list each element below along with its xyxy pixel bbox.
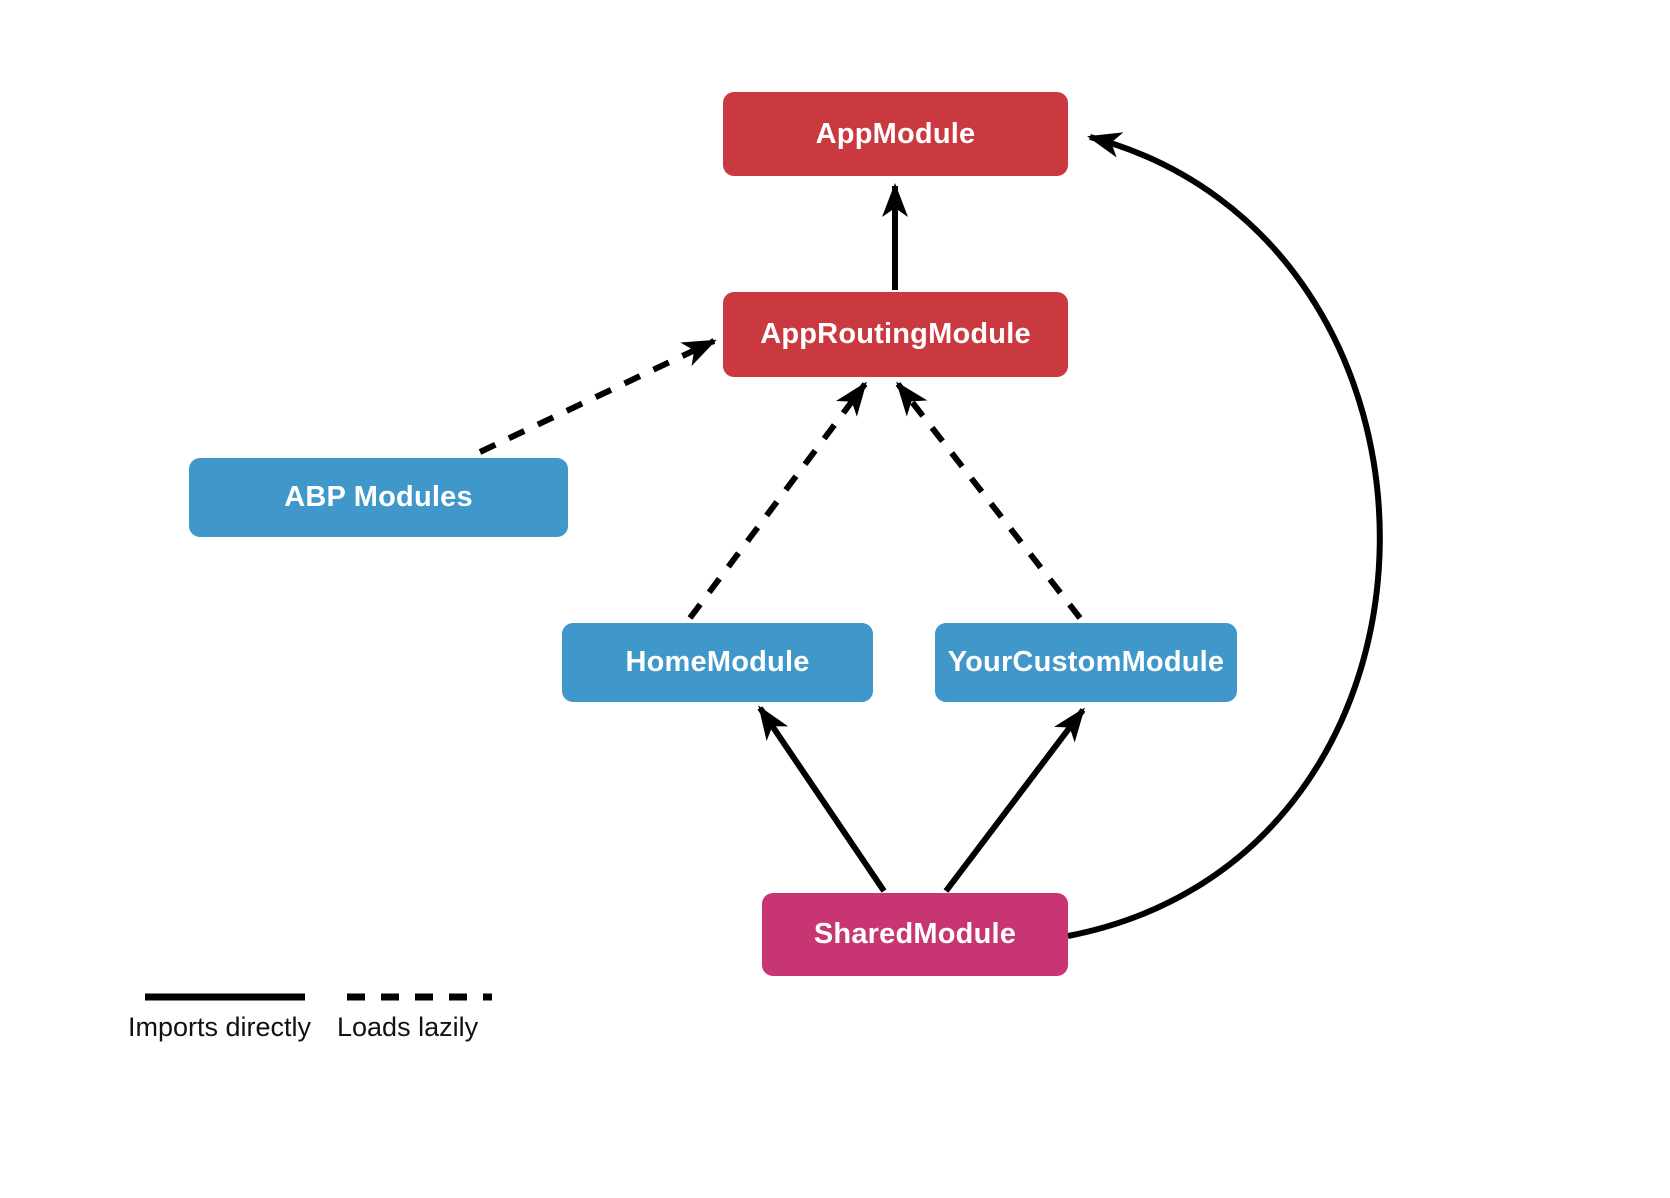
node-your-custom-module: YourCustomModule: [935, 623, 1237, 702]
legend-solid-label: Imports directly: [128, 1012, 312, 1042]
edge-sharedmodule-to-appmodule: [1067, 132, 1383, 939]
node-app-routing-module-label: AppRoutingModule: [760, 318, 1031, 350]
node-app-routing-module: AppRoutingModule: [723, 292, 1068, 377]
node-shared-module-label: SharedModule: [813, 918, 1017, 950]
node-app-module-label: AppModule: [815, 117, 976, 150]
node-abp-modules-label: ABP Modules: [284, 481, 473, 513]
node-abp-modules: ABP Modules: [189, 458, 568, 537]
edge-sharedmodule-to-homemodule: [757, 705, 887, 893]
node-home-module: HomeModule: [562, 623, 873, 702]
edge-homemodule-to-approutingmodule: [687, 381, 868, 620]
edge-sharedmodule-to-yourcustommodule: [943, 707, 1086, 893]
node-app-module: AppModule: [723, 92, 1068, 176]
node-your-custom-module-label: YourCustomModule: [947, 646, 1225, 678]
node-shared-module: SharedModule: [762, 893, 1068, 976]
node-home-module-label: HomeModule: [625, 646, 810, 678]
edge-yourcustommodule-to-approutingmodule: [895, 381, 1083, 620]
legend-dashed-label: Loads lazily: [337, 1012, 479, 1042]
edge-abpmodules-to-approutingmodule: [478, 338, 717, 455]
